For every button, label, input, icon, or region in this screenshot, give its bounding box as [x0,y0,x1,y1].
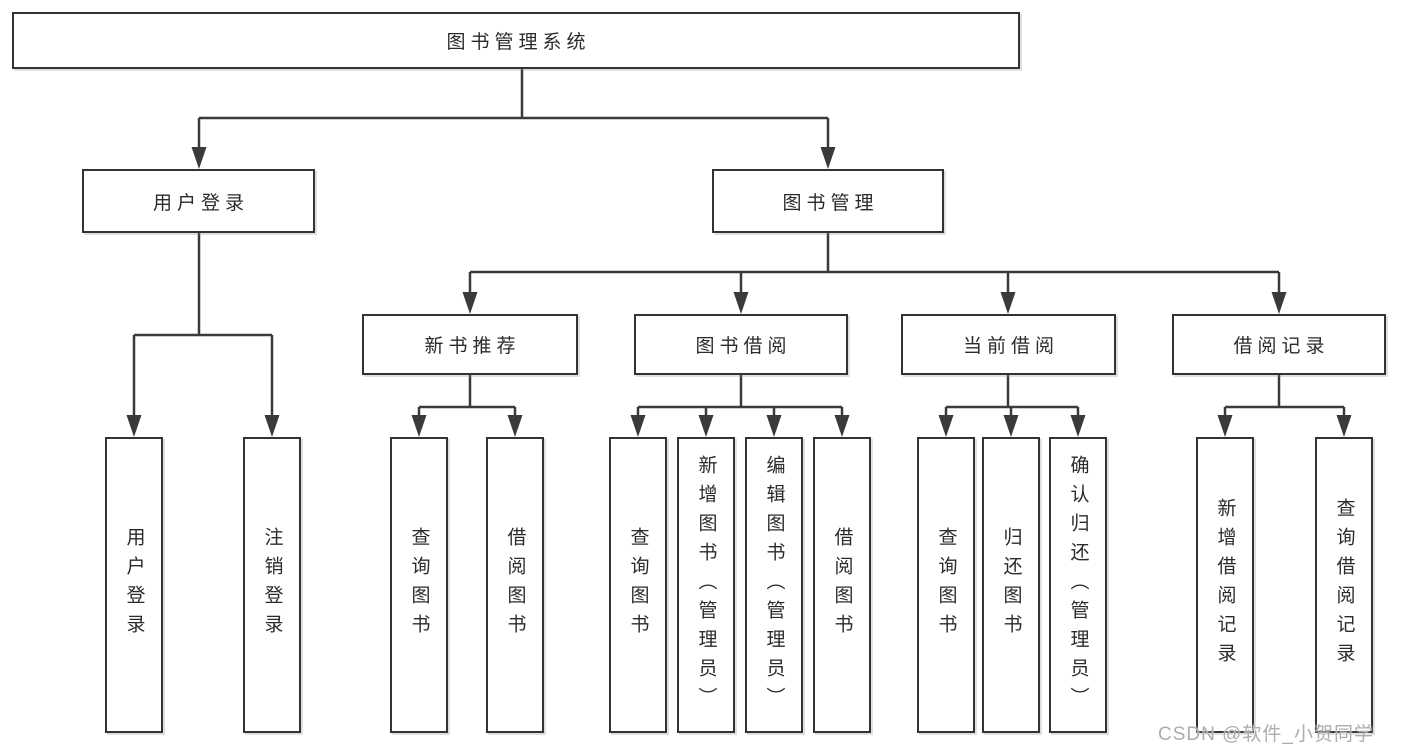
node-label: 注销登录 [261,527,283,643]
leaf-borrow-books-recommend: 借阅图书 [486,437,544,733]
leaf-query-books-borrowing: 查询图书 [609,437,667,733]
leaf-add-borrow-record: 新增借阅记录 [1196,437,1254,733]
csdn-watermark: CSDN @软件_小贺同学 [1158,724,1374,745]
node-label: 借阅图书 [504,527,526,643]
leaf-add-book-admin: 新增图书（管理员） [677,437,735,733]
node-label: 编辑图书（管理员） [763,454,785,716]
node-current-borrowing: 当前借阅 [901,314,1116,375]
node-book-borrowing: 图书借阅 [634,314,848,375]
node-label: 查询图书 [935,527,957,643]
node-book-management: 图书管理 [712,169,944,233]
leaf-borrow-books: 借阅图书 [813,437,871,733]
leaf-query-borrow-record: 查询借阅记录 [1315,437,1373,733]
leaf-return-books: 归还图书 [982,437,1040,733]
node-label: 新增图书（管理员） [695,454,717,716]
node-label: 用户登录 [123,527,145,643]
node-borrowing-records: 借阅记录 [1172,314,1386,375]
node-label: 图书管理系统 [446,32,591,53]
leaf-query-books-recommend: 查询图书 [390,437,448,733]
node-label: 新增借阅记录 [1214,498,1236,672]
node-label: 新书推荐 [424,336,521,357]
node-new-book-recommend: 新书推荐 [362,314,578,375]
node-label: 当前借阅 [962,336,1059,357]
node-library-system: 图书管理系统 [12,12,1020,69]
leaf-query-books-current: 查询图书 [917,437,975,733]
node-label: 借阅图书 [831,527,853,643]
node-label: 图书管理 [782,192,879,214]
leaf-logout: 注销登录 [243,437,301,733]
node-label: 图书借阅 [695,336,792,357]
node-label: 确认归还（管理员） [1067,454,1089,716]
node-label: 借阅记录 [1233,336,1330,357]
leaf-confirm-return-admin: 确认归还（管理员） [1049,437,1107,733]
node-label: 归还图书 [1000,527,1022,643]
node-label: 查询图书 [627,527,649,643]
node-label: 用户登录 [152,192,249,214]
node-label: 查询借阅记录 [1333,498,1355,672]
node-user-login: 用户登录 [82,169,315,233]
leaf-edit-book-admin: 编辑图书（管理员） [745,437,803,733]
node-label: 查询图书 [408,527,430,643]
leaf-user-login: 用户登录 [105,437,163,733]
